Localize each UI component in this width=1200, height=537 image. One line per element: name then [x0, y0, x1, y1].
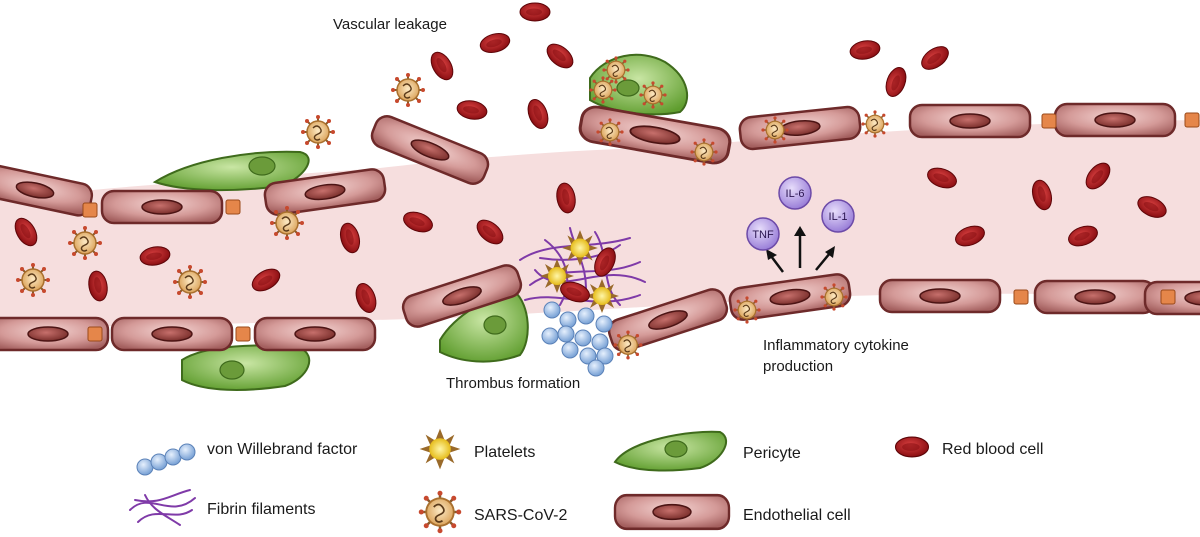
thrombus-formation-label: Thrombus formation	[446, 375, 580, 392]
cell-junction	[1184, 112, 1200, 128]
sars-cov-2-particle	[601, 55, 631, 85]
legend-vwf-label: von Willebrand factor	[207, 441, 358, 458]
legend-pericyte-icon	[613, 430, 727, 472]
svg-text:IL-6: IL-6	[786, 188, 805, 200]
cell-junction	[1041, 113, 1057, 129]
il-1-cytokine: IL-1	[821, 199, 855, 233]
legend-endothelial-icon	[613, 493, 731, 531]
legend-fibrin-icon	[129, 489, 196, 526]
sars-cov-2-particle	[390, 72, 426, 108]
endothelial-cell	[1053, 102, 1177, 138]
red-blood-cell	[426, 48, 458, 84]
endothelial-cell	[100, 189, 224, 225]
sars-cov-2-particle	[819, 282, 849, 312]
cytokine-production-label-line1: Inflammatory cytokine	[763, 337, 909, 354]
sars-cov-2-particle	[860, 109, 890, 139]
cell-junction	[1013, 289, 1029, 305]
legend-rbc-icon	[894, 436, 930, 458]
endothelial-cell	[908, 103, 1032, 139]
thrombus	[519, 227, 646, 377]
legend: von Willebrand factor Fibrin filaments P…	[129, 428, 1043, 535]
red-blood-cell	[542, 38, 578, 74]
sars-cov-2-particle	[15, 262, 51, 298]
cell-junction	[225, 199, 241, 215]
legend-rbc-label: Red blood cell	[942, 441, 1043, 458]
red-blood-cell	[523, 96, 553, 132]
pericyte	[181, 344, 311, 391]
red-blood-cell	[881, 64, 911, 100]
sars-cov-2-particle	[172, 264, 208, 300]
red-blood-cell	[455, 98, 489, 122]
sars-cov-2-particle	[612, 329, 644, 361]
cytokine-production-label-line2: production	[763, 358, 833, 375]
vascular-leakage-label: Vascular leakage	[333, 16, 447, 33]
sars-cov-2-particle	[300, 114, 336, 150]
red-blood-cell	[477, 29, 513, 57]
red-blood-cell	[917, 41, 953, 75]
sars-cov-2-particle	[269, 205, 305, 241]
legend-fibrin-label: Fibrin filaments	[207, 501, 315, 518]
red-blood-cell	[848, 38, 882, 62]
platelet	[585, 279, 619, 313]
legend-pericyte-label: Pericyte	[743, 445, 801, 462]
sars-cov-2-particle	[689, 137, 719, 167]
cell-junction	[87, 326, 103, 342]
legend-sars-icon	[417, 489, 463, 535]
sars-cov-2-particle	[595, 117, 625, 147]
sars-cov-2-particle	[588, 75, 618, 105]
endothelial-cell	[253, 316, 377, 352]
cell-junction	[82, 202, 98, 218]
il-6-cytokine: IL-6	[778, 176, 812, 210]
svg-text:IL-1: IL-1	[829, 211, 848, 223]
sars-cov-2-particle	[67, 225, 103, 261]
endothelial-cell	[878, 278, 1002, 314]
vessel-lumen	[0, 120, 1200, 328]
sars-cov-2-particle	[638, 80, 668, 110]
legend-vwf-icon	[136, 443, 196, 476]
legend-platelet-icon	[419, 428, 461, 470]
endothelial-cell	[110, 316, 234, 352]
svg-text:TNF: TNF	[752, 229, 774, 241]
cell-junction	[235, 326, 251, 342]
platelet	[562, 230, 598, 266]
legend-sars-label: SARS-CoV-2	[474, 507, 567, 524]
cell-junction	[1160, 289, 1176, 305]
endothelial-cell	[1033, 279, 1157, 315]
sars-cov-2-particle	[732, 295, 762, 325]
legend-endothelial-label: Endothelial cell	[743, 507, 851, 524]
sars-cov-2-particle	[760, 115, 790, 145]
cytokine-arrows	[766, 226, 835, 273]
red-blood-cell	[519, 2, 551, 22]
legend-platelets-label: Platelets	[474, 444, 535, 461]
von-willebrand-factor	[541, 301, 614, 377]
tnf-cytokine: TNF	[746, 217, 780, 251]
